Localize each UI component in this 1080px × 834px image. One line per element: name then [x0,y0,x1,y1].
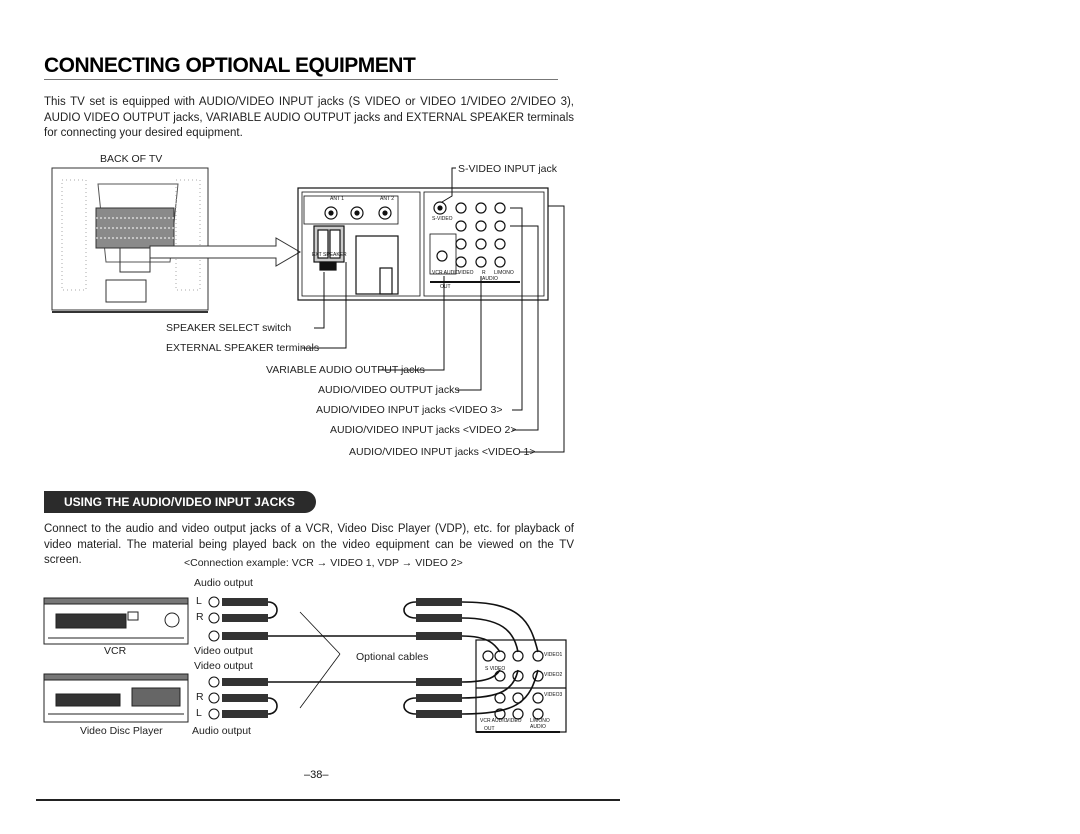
ext-speaker-callout: EXTERNAL SPEAKER terminals [166,342,320,354]
out-small-label: OUT [440,284,451,290]
vcr-audio-jack-label: VCR AUDIO [480,718,508,724]
callout-lines [302,167,565,453]
s-video-small-label: S-VIDEO [432,216,453,222]
source-jacks [208,596,220,720]
av-input-1-callout: AUDIO/VIDEO INPUT jacks <VIDEO 1> [349,446,536,458]
optional-cables-label: Optional cables [356,651,429,663]
video-output-bottom-label: Video output [194,660,253,672]
video-jack-label: VIDEO [506,718,522,724]
vcr-device [43,597,189,645]
audio-small-label: AUDIO [482,276,498,282]
av-input-3-callout: AUDIO/VIDEO INPUT jacks <VIDEO 3> [316,404,503,416]
page-title: CONNECTING OPTIONAL EQUIPMENT [44,54,416,77]
intro-paragraph: This TV set is equipped with AUDIO/VIDEO… [44,96,574,139]
ant2-label: ANT 2 [380,196,395,202]
audio-output-bottom-label: Audio output [192,725,251,737]
audio-output-top-label: Audio output [194,577,253,589]
video-output-top-label: Video output [194,645,253,657]
out-jack-label: OUT [484,726,495,732]
audio-jack-label: AUDIO [530,724,546,730]
back-of-tv-label: BACK OF TV [100,153,163,165]
video2-jack-label: VIDEO2 [544,672,563,678]
video1-jack-label: VIDEO1 [544,652,563,658]
ant1-label: ANT 1 [330,196,345,202]
l-mono-small-label: L/MONO [494,270,514,276]
vdp-label: Video Disc Player [80,725,163,737]
av-input-2-callout: AUDIO/VIDEO INPUT jacks <VIDEO 2> [330,424,517,436]
speaker-select-callout: SPEAKER SELECT switch [166,322,292,334]
title-divider [44,79,558,80]
vcr-audio-small-label: VCR AUDIO [432,270,460,276]
var-audio-callout: VARIABLE AUDIO OUTPUT jacks [266,364,425,376]
s-video-jack-label: S VIDEO [485,666,506,672]
cables [267,601,539,715]
vdp-device [43,673,189,723]
zoom-arrow [149,237,301,267]
tv-input-panel [475,639,567,733]
s-video-callout: S-VIDEO INPUT jack [458,163,557,175]
av-output-callout: AUDIO/VIDEO OUTPUT jacks [318,384,460,396]
page-number: –38– [304,769,329,781]
video-small-label: VIDEO [458,270,474,276]
l-mono-jack-label: L/MONO [530,718,550,724]
l-label-top: L [196,595,202,607]
r-small-label: R [482,270,486,276]
usage-paragraph: Connect to the audio and video output ja… [44,523,574,566]
r-label-top: R [196,611,204,623]
section-heading: USING THE AUDIO/VIDEO INPUT JACKS [44,491,316,513]
vent-dots [61,179,201,291]
optional-cables-pointer [299,611,341,709]
l-label-bottom: L [196,707,202,719]
ext-speaker-small-label: EXT SPEAKER [312,252,347,258]
connection-example: <Connection example: VCR → VIDEO 1, VDP … [184,557,463,569]
r-label-bottom: R [196,691,204,703]
jack-panel [297,187,549,301]
video3-jack-label: VIDEO3 [544,692,563,698]
tv-back-outline [51,167,209,313]
cable-plugs [222,598,462,718]
rca-jacks [436,202,506,268]
vcr-label: VCR [104,645,127,657]
